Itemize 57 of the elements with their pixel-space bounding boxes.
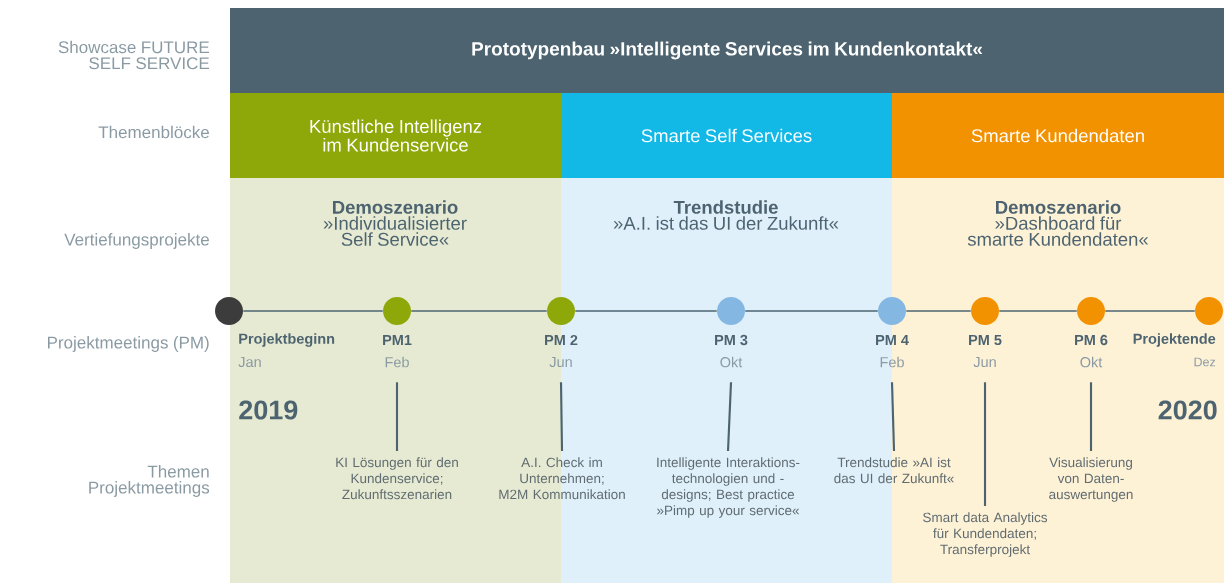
month-label: Jun (973, 356, 996, 368)
leader-line (559, 382, 564, 452)
leader-line (890, 382, 896, 452)
timeline-line (905, 310, 972, 312)
year-label: 2020 (1158, 400, 1217, 420)
milestone-dot (1077, 297, 1105, 325)
timeline-line (242, 310, 384, 312)
meeting-topic: Intelligente Interaktions- technologien und -designs; Best practice »Pimp up your service« (657, 457, 800, 518)
project-title: Demoszenario »Individualisierter Self Service« (323, 200, 467, 246)
topic-block: Smarte Kundendaten (892, 93, 1224, 178)
milestone-dot (547, 297, 575, 325)
leader-line (395, 382, 399, 451)
milestone-dot (1195, 297, 1223, 325)
milestone-dot (717, 297, 745, 325)
month-label: Dez (1194, 357, 1216, 367)
meeting-name: PM 2 (545, 334, 578, 346)
milestone-dot (215, 297, 243, 325)
month-label: Feb (385, 356, 409, 368)
month-label: Okt (1080, 356, 1103, 368)
meeting-name: Projektbeginn (239, 333, 335, 347)
meeting-topic: Visualisierung von Daten- auswertungen (1049, 457, 1133, 502)
topic-block: Smarte Self Services (561, 93, 892, 178)
milestone-dot (971, 297, 999, 325)
milestone-dot (878, 297, 906, 325)
year-label: 2019 (239, 400, 298, 420)
meeting-name: PM 4 (876, 335, 909, 345)
timeline-line (410, 310, 548, 312)
topic-block: Künstliche Intelligenz im Kundenservice (230, 93, 561, 178)
month-label: Jun (549, 356, 572, 368)
leader-line (1089, 382, 1093, 451)
timeline-line (744, 310, 879, 312)
month-label: Jan (238, 356, 261, 368)
meeting-topic: KI Lösungen für den Kundenservice; Zukunftsszenarien (336, 457, 458, 500)
leader-line (983, 382, 987, 506)
meeting-name: PM 6 (1075, 334, 1108, 346)
meeting-name: PM 3 (715, 334, 748, 346)
milestone-dot (383, 297, 411, 325)
row-label: Projektmeetings (PM) (48, 336, 209, 352)
project-title: Demoszenario »Dashboard für smarte Kundendaten« (967, 200, 1148, 246)
timeline-line (574, 310, 718, 312)
month-label: Feb (880, 356, 904, 368)
meeting-topic: Trendstudie »AI ist das UI der Zukunft« (834, 457, 954, 484)
meeting-name: Projektende (1133, 333, 1216, 347)
row-label: Vertiefungsprojekte (64, 233, 209, 249)
project-title: Trendstudie »A.I. ist das UI der Zukunft« (613, 200, 839, 230)
month-label: Okt (720, 356, 743, 368)
meeting-topic: A.I. Check im Unternehmen; M2M Kommunikation (499, 457, 625, 500)
row-label: Themen Projektmeetings (89, 465, 210, 497)
meeting-topic: Smart data Analytics für Kundendaten; Transferprojekt (923, 512, 1048, 557)
row-label: Themenblöcke (98, 125, 209, 139)
meeting-name: PM 5 (969, 334, 1002, 346)
timeline-line (998, 310, 1078, 312)
leader-line (726, 382, 733, 452)
timeline-line (1104, 310, 1196, 312)
meeting-name: PM1 (383, 335, 412, 345)
title-band: Prototypenbau »Intelligente Services im Kundenkontakt« (230, 8, 1224, 93)
row-label: Showcase FUTURE SELF SERVICE (58, 40, 209, 70)
